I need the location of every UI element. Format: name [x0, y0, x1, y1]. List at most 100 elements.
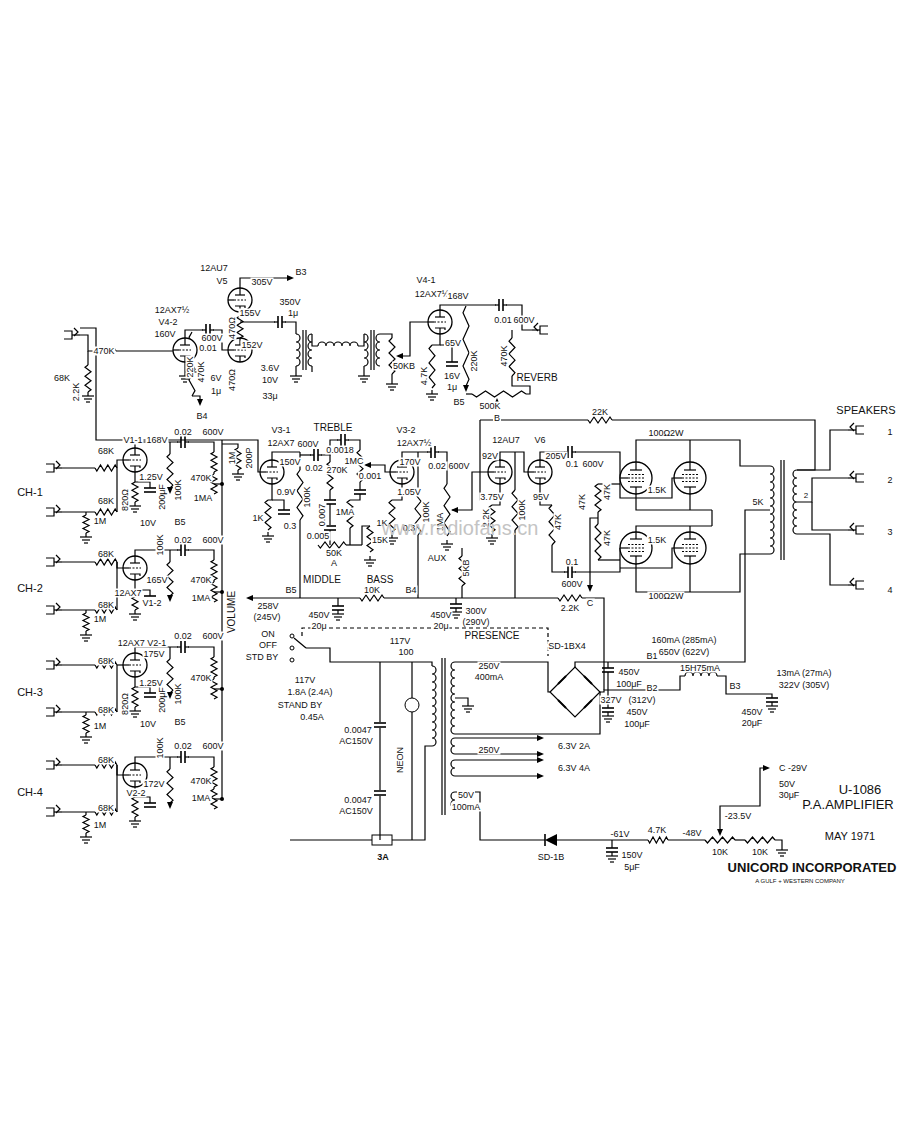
wire — [299, 520, 300, 598]
wire — [302, 628, 548, 656]
resistor-symbol — [648, 837, 668, 843]
ground-symbol — [443, 546, 451, 547]
schematic-label: 100mA — [451, 803, 482, 812]
bridge-rectifier — [550, 667, 600, 717]
wire — [135, 797, 150, 803]
transformer-core — [305, 330, 306, 370]
schematic-label: 1M — [93, 722, 108, 731]
wire — [439, 328, 440, 334]
ground-symbol — [608, 858, 616, 859]
pentode-grid — [682, 547, 698, 548]
schematic-label: B1 — [645, 652, 658, 661]
ground-symbol — [236, 479, 240, 480]
resistor-symbol — [83, 815, 89, 833]
schematic-label: VOLUME — [227, 590, 237, 634]
transformer-core — [370, 330, 371, 370]
ground-symbol — [766, 705, 778, 706]
wire — [689, 526, 690, 532]
wire — [514, 452, 515, 490]
wire — [812, 502, 848, 530]
jack-symbol — [856, 474, 864, 482]
jack-symbol — [532, 329, 540, 330]
wire — [188, 647, 214, 657]
schematic-label: 12AX7½ — [414, 290, 451, 299]
schematic-label: 160V — [153, 330, 176, 339]
wire — [116, 562, 117, 610]
schematic-label: 20μ — [432, 622, 449, 631]
schematic-label: 1.05V — [396, 488, 422, 497]
schematic-label: 450V — [625, 708, 648, 717]
arrow-head — [763, 765, 770, 771]
pentode-grid — [682, 474, 698, 475]
schematic-label: 22K — [591, 408, 609, 417]
jack-symbol — [54, 711, 62, 712]
switch-contact — [290, 634, 294, 638]
schematic-label: V3-1 — [270, 426, 291, 435]
ground-symbol — [604, 718, 612, 719]
ground-symbol — [129, 613, 141, 614]
wire — [123, 567, 129, 568]
pentode-grid — [628, 544, 644, 545]
schematic-label: 2.2K — [560, 604, 581, 613]
wire — [169, 442, 170, 454]
wire — [411, 662, 412, 698]
resistor-symbol — [463, 306, 469, 386]
schematic-label: 0.02 — [304, 464, 324, 473]
pentode-symbol — [674, 532, 706, 564]
schematic-label: 10K — [711, 848, 729, 857]
wire — [134, 677, 135, 687]
capacitor-symbol — [144, 806, 156, 808]
ground-symbol — [290, 375, 302, 376]
schematic-label: 327V — [599, 696, 622, 705]
wire — [432, 334, 440, 345]
ground-symbol — [292, 378, 300, 379]
schematic-label: 0.45A — [299, 713, 325, 722]
wire — [636, 554, 770, 592]
capacitor-symbol — [766, 697, 778, 699]
resistor-symbol — [83, 613, 89, 631]
schematic-label: PRESENCE — [463, 631, 520, 641]
ground-symbol — [82, 539, 90, 540]
schematic-label: 50K — [325, 549, 343, 558]
schematic-label: 92V — [481, 452, 499, 461]
schematic-label: 450V — [617, 668, 640, 677]
wire — [797, 430, 848, 470]
schematic-label: CH-3 — [16, 687, 44, 698]
ground-symbol — [364, 559, 376, 560]
pentode-grid — [628, 547, 644, 548]
wire — [379, 662, 380, 722]
schematic-label: 47K — [554, 513, 563, 531]
schematic-label: 470K — [500, 344, 509, 367]
ground-symbol — [430, 399, 434, 400]
schematic-label: OFF — [258, 641, 278, 650]
schematic-label: 100μF — [615, 680, 643, 689]
ground-symbol — [133, 826, 137, 827]
wire — [274, 321, 278, 322]
wire — [427, 451, 431, 452]
schematic-label: U-1086 — [838, 783, 883, 796]
capacitor-symbol — [278, 513, 290, 515]
schematic-label: (312V) — [627, 696, 656, 705]
transformer-core — [780, 460, 781, 560]
wire — [62, 609, 95, 610]
wire — [797, 478, 848, 502]
ground-symbol — [388, 540, 396, 541]
wire — [528, 471, 534, 472]
wire — [636, 440, 770, 466]
coil-symbol — [770, 466, 774, 554]
ground-symbol — [770, 711, 774, 712]
ground-symbol — [266, 541, 270, 542]
schematic-label: 6V — [209, 374, 222, 383]
schematic-label: 3A — [376, 853, 390, 862]
ground-symbol — [768, 708, 776, 709]
jack-symbol — [856, 526, 864, 534]
wire — [674, 477, 682, 478]
triode-grid — [179, 349, 191, 350]
wire — [228, 349, 234, 350]
schematic-label: V4-1 — [415, 276, 436, 285]
schematic-label: 1M — [93, 517, 108, 526]
wire — [213, 580, 214, 582]
schematic-label: 0.01 — [198, 344, 218, 353]
capacitor-symbol — [374, 722, 386, 724]
arrow-head — [537, 751, 544, 757]
